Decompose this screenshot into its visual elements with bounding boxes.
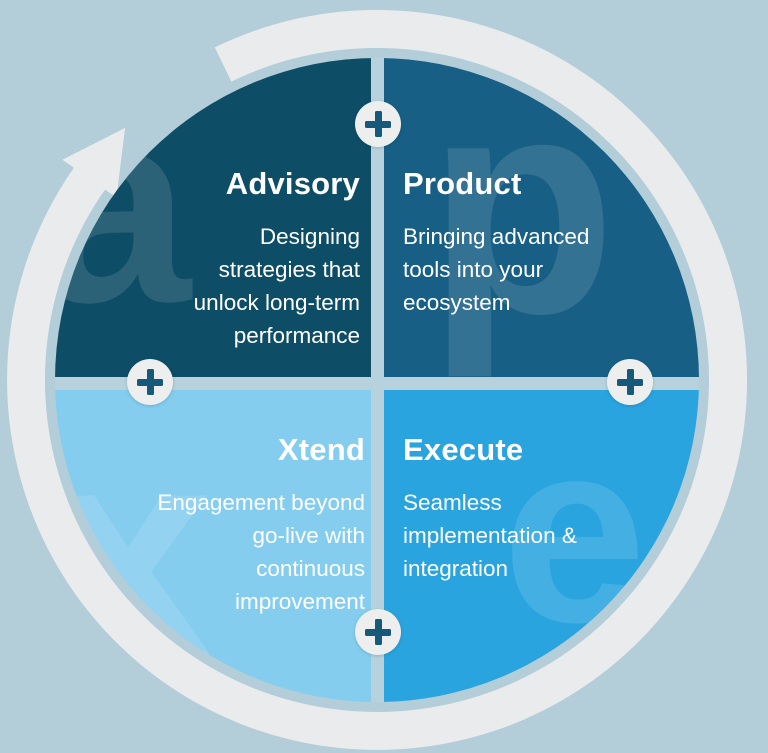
product-description: Bringing advanced tools into your ecosys…	[403, 224, 590, 315]
quadrant-execute	[384, 390, 699, 702]
plus-icon	[146, 369, 154, 395]
execute-text-block: Execute Seamless implementation & integr…	[403, 432, 668, 586]
execute-description: Seamless implementation & integration	[403, 490, 577, 581]
execute-title: Execute	[403, 432, 524, 467]
plus-icon	[374, 619, 382, 645]
plus-button-bottom[interactable]	[355, 609, 401, 655]
advisory-text-block: Advisory Designing strategies that unloc…	[100, 166, 360, 352]
plus-button-right[interactable]	[607, 359, 653, 405]
advisory-description: Designing strategies that unlock long-te…	[193, 224, 360, 348]
xtend-title: Xtend	[277, 432, 365, 467]
plus-button-left[interactable]	[127, 359, 173, 405]
plus-icon	[626, 369, 634, 395]
quadrant-product	[384, 58, 699, 377]
plus-icon	[374, 111, 382, 137]
product-text-block: Product Bringing advanced tools into you…	[403, 166, 668, 320]
plus-button-top[interactable]	[355, 101, 401, 147]
product-title: Product	[403, 166, 522, 201]
quadrant-advisory	[55, 58, 371, 377]
xtend-description: Engagement beyond go-live with continuou…	[157, 490, 365, 614]
quadrant-xtend	[55, 390, 371, 702]
advisory-title: Advisory	[225, 166, 360, 201]
xtend-text-block: Xtend Engagement beyond go-live with con…	[90, 432, 365, 618]
